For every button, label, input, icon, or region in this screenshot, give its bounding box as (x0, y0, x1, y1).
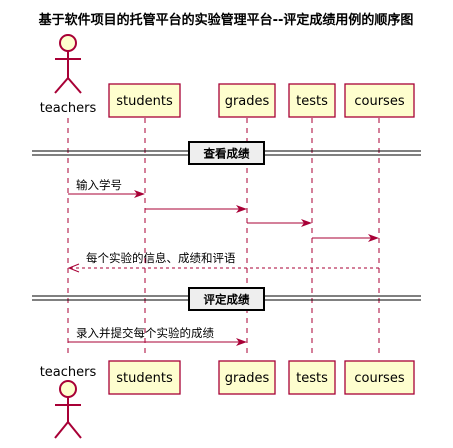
participant-label-students: students (116, 371, 173, 386)
arrowhead-icon (301, 219, 312, 227)
participant-students-top: students (108, 83, 181, 118)
message-label: 输入学号 (76, 178, 122, 192)
participant-courses-bottom: courses (344, 360, 415, 395)
open-arrowhead-icon (67, 263, 80, 273)
participant-label-tests: tests (296, 371, 328, 386)
arrowhead-icon (134, 190, 145, 198)
message-enter-student-id: 输入学号 (68, 178, 145, 198)
participant-grades-top: grades (218, 83, 276, 118)
arrowhead-icon (236, 205, 247, 213)
arrowhead-icon (236, 338, 247, 346)
message-tests-to-courses (312, 234, 379, 242)
divider-view-grades: 查看成绩 (32, 141, 421, 165)
actor-label-teachers: teachers (40, 365, 97, 380)
participant-label-grades: grades (225, 94, 270, 109)
arrowhead-icon (368, 234, 379, 242)
divider-label: 评定成绩 (204, 293, 250, 307)
actor-head-icon (59, 34, 77, 52)
participant-tests-top: tests (288, 83, 336, 118)
diagram-title: 基于软件项目的托管平台的实验管理平台--评定成绩用例的顺序图 (38, 12, 414, 28)
actor-teachers-top: teachers (40, 34, 97, 116)
message-return-info: 每个实验的信息、成绩和评语 (67, 251, 379, 273)
message-label: 每个实验的信息、成绩和评语 (86, 251, 236, 265)
participant-label-courses: courses (354, 94, 404, 109)
participant-label-grades: grades (225, 371, 270, 386)
participant-courses-top: courses (344, 83, 415, 118)
divider-evaluate-grades: 评定成绩 (32, 287, 421, 311)
divider-label: 查看成绩 (203, 147, 250, 161)
message-label: 录入并提交每个实验的成绩 (76, 326, 214, 340)
participant-label-tests: tests (296, 94, 328, 109)
actor-head-icon (59, 380, 77, 398)
message-students-to-grades (145, 205, 247, 213)
participant-label-courses: courses (354, 371, 404, 386)
message-submit-grades: 录入并提交每个实验的成绩 (68, 326, 247, 346)
participant-tests-bottom: tests (288, 360, 336, 395)
actor-teachers-bottom: teachers (40, 365, 97, 439)
participant-label-students: students (116, 94, 173, 109)
actor-label-teachers: teachers (40, 101, 97, 116)
participant-students-bottom: students (108, 360, 181, 395)
participant-grades-bottom: grades (218, 360, 276, 395)
message-grades-to-tests (247, 219, 312, 227)
